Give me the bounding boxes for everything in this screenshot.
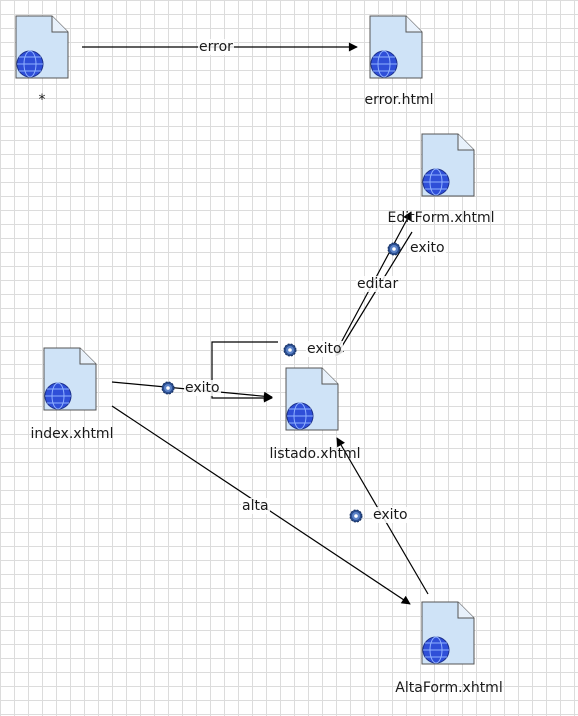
node-listado[interactable] xyxy=(282,366,342,434)
node-label-listado: listado.xhtml xyxy=(269,446,361,462)
node-label-wildcard: * xyxy=(38,92,46,108)
web-page-icon xyxy=(15,15,69,79)
node-wildcard[interactable] xyxy=(12,14,72,82)
edge-listado-self[interactable] xyxy=(211,341,278,403)
node-index[interactable] xyxy=(40,346,100,414)
node-label-editform: EditForm.xhtml xyxy=(387,210,495,226)
gear-icon xyxy=(283,343,297,357)
node-error[interactable] xyxy=(366,14,426,82)
gear-icon xyxy=(349,509,363,523)
node-altaform[interactable] xyxy=(418,600,478,668)
edge-label-listado-self: exito xyxy=(306,341,343,357)
web-page-icon xyxy=(421,601,475,665)
web-page-icon xyxy=(285,367,339,431)
web-page-icon xyxy=(421,133,475,197)
node-label-altaform: AltaForm.xhtml xyxy=(395,680,503,696)
edge-label-alta: alta xyxy=(241,498,270,514)
edge-label-error: error xyxy=(198,39,234,55)
gear-icon xyxy=(161,381,175,395)
edge-label-index-listado: exito xyxy=(184,380,221,396)
edge-label-altaform-listado: exito xyxy=(372,507,409,523)
web-page-icon xyxy=(43,347,97,411)
edge-label-editform-listado: exito xyxy=(409,240,446,256)
web-page-icon xyxy=(369,15,423,79)
node-label-index: index.xhtml xyxy=(30,426,114,442)
gear-icon xyxy=(387,242,401,256)
edge-label-editar: editar xyxy=(356,276,400,292)
node-label-error: error.html xyxy=(364,92,434,108)
node-editform[interactable] xyxy=(418,132,478,200)
